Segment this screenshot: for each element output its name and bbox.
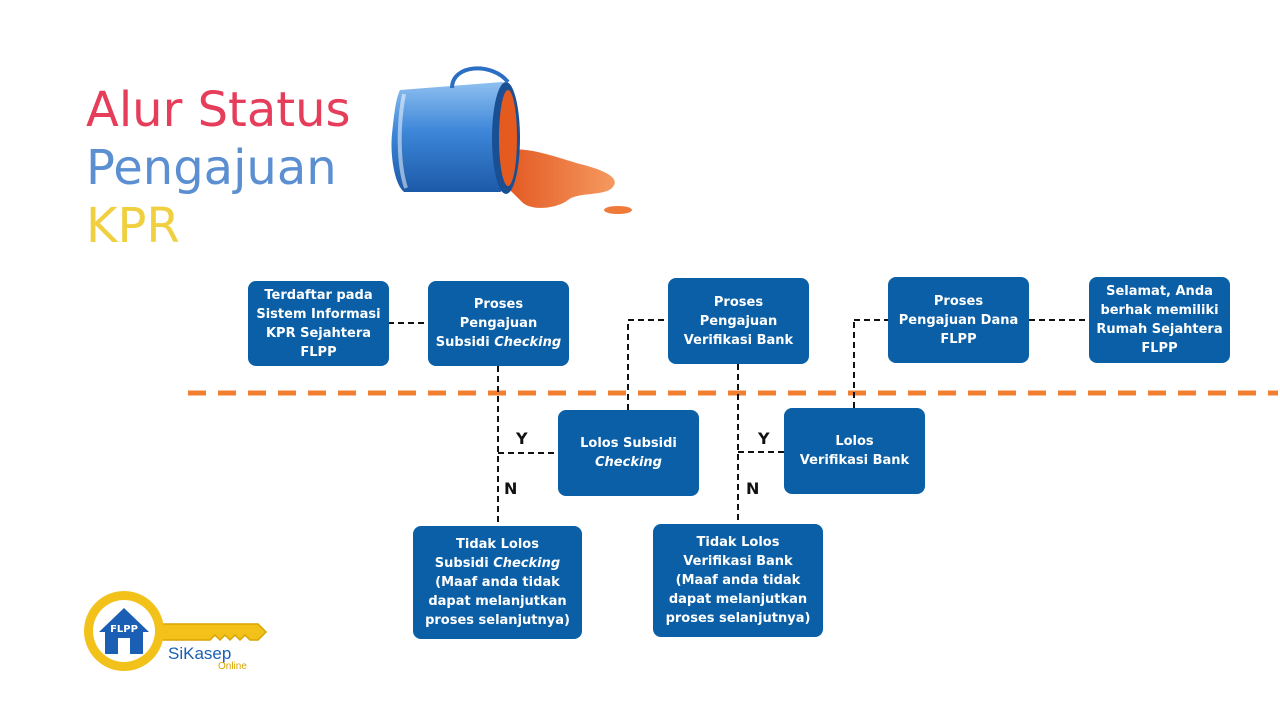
- box-text: Verifikasi Bank: [799, 453, 910, 468]
- box-proses-subsidi: Proses Pengajuan Subsidi Checking: [428, 281, 569, 366]
- box-text: Verifikasi Bank: [683, 554, 793, 569]
- box-text: Subsidi: [434, 556, 494, 571]
- box-text: dapat melanjutkan: [428, 594, 567, 609]
- box-text-italic: Checking: [493, 556, 561, 571]
- sikasep-logo: FLPP SiKasep Online: [82, 588, 272, 678]
- box-text: Tidak Lolos: [456, 537, 539, 552]
- box-text-line: Subsidi Checking: [435, 554, 560, 573]
- box-text: proses selanjutnya): [665, 611, 811, 626]
- box-text: Proses: [473, 297, 524, 312]
- box-proses-dana: Proses Pengajuan Dana FLPP: [888, 277, 1029, 363]
- box-proses-verifikasi: Proses Pengajuan Verifikasi Bank: [668, 278, 809, 364]
- box-text: Pengajuan: [699, 313, 778, 329]
- box-text: dapat melanjutkan: [668, 592, 808, 607]
- box-terdaftar: Terdaftar pada Sistem Informasi KPR Seja…: [248, 281, 389, 366]
- label-subsidi-yes: Y: [516, 429, 528, 448]
- box-text: KPR Sejahtera: [265, 325, 371, 341]
- logo-sub: Online: [218, 661, 247, 672]
- box-text-italic: Checking: [494, 335, 562, 350]
- box-text-line: Subsidi Checking: [436, 333, 561, 352]
- box-text: FLPP: [1141, 341, 1178, 356]
- box-text: Pengajuan Dana: [898, 312, 1019, 328]
- box-text: Selamat, Anda: [1106, 284, 1213, 299]
- box-text: Lolos Subsidi: [580, 436, 677, 451]
- title-line-1: Alur Status: [86, 82, 351, 138]
- box-text: Proses: [713, 294, 764, 310]
- box-text: Rumah Sejahtera: [1096, 322, 1223, 337]
- box-text: Proses: [933, 293, 984, 309]
- box-tidak-lolos-verifikasi: Tidak Lolos Verifikasi Bank (Maaf anda t…: [653, 524, 823, 637]
- logo-badge-text: FLPP: [110, 624, 138, 635]
- box-text: Terdaftar pada: [264, 287, 373, 303]
- box-tidak-lolos-subsidi: Tidak Lolos Subsidi Checking (Maaf anda …: [413, 526, 582, 639]
- key-house-icon: FLPP: [84, 591, 268, 671]
- box-text: Sistem Informasi: [256, 306, 381, 322]
- box-text-italic: Checking: [595, 455, 662, 470]
- box-text: proses selanjutnya): [425, 613, 570, 628]
- box-text: (Maaf anda tidak: [435, 575, 560, 590]
- box-text: Pengajuan: [459, 316, 538, 331]
- box-selamat: Selamat, Anda berhak memiliki Rumah Seja…: [1089, 277, 1230, 363]
- box-lolos-subsidi: Lolos Subsidi Checking: [558, 410, 699, 496]
- title-line-3: KPR: [86, 198, 180, 254]
- box-lolos-verifikasi: Lolos Verifikasi Bank: [784, 408, 925, 494]
- title-line-2: Pengajuan: [86, 140, 337, 196]
- label-verifikasi-no: N: [746, 479, 760, 498]
- box-text: Tidak Lolos: [696, 535, 780, 550]
- box-text: Subsidi: [435, 335, 495, 350]
- label-verifikasi-yes: Y: [758, 429, 770, 448]
- box-text: Lolos: [835, 434, 874, 449]
- paint-bucket-spill-icon: [391, 66, 632, 214]
- box-text: (Maaf anda tidak: [675, 573, 801, 588]
- box-text: Verifikasi Bank: [683, 332, 794, 348]
- box-text: FLPP: [300, 344, 337, 360]
- logo-name: SiKasep: [168, 644, 232, 663]
- label-subsidi-no: N: [504, 479, 518, 498]
- box-text: berhak memiliki: [1100, 303, 1219, 318]
- box-text: FLPP: [940, 331, 977, 347]
